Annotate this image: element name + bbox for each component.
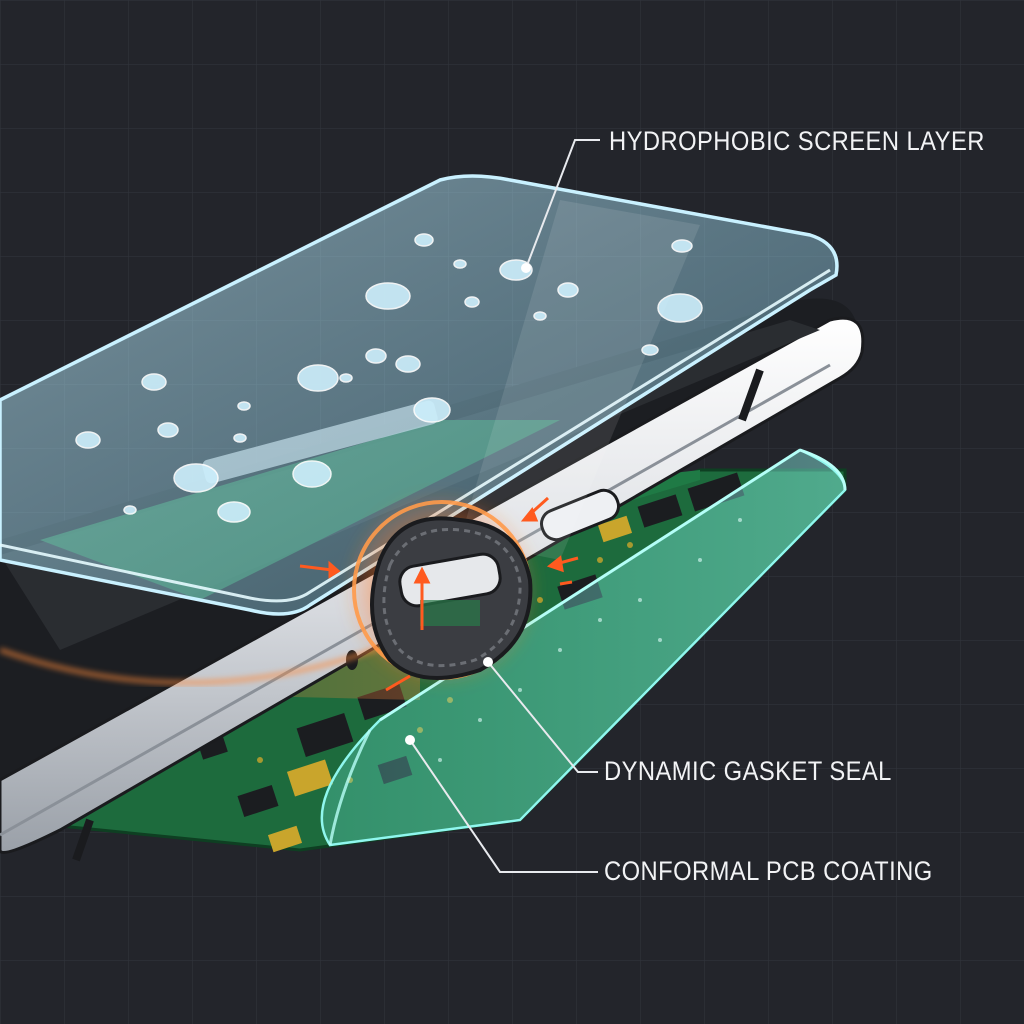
- leader-line-pcb: [409, 739, 598, 873]
- gasket-seal: [0, 490, 542, 690]
- leader-line-screen: [525, 139, 600, 269]
- hydrophobic-glass-layer: [0, 174, 839, 616]
- gasket-seal-label: DYNAMIC GASKET SEAL: [604, 756, 892, 786]
- pcb-coating-label: CONFORMAL PCB COATING: [604, 856, 933, 886]
- side-button: [540, 488, 620, 542]
- pressure-arrows: [299, 496, 579, 692]
- screen-layer-label: HYDROPHOBIC SCREEN LAYER: [609, 126, 985, 156]
- leader-line-gasket: [487, 661, 598, 773]
- leader-lines: [405, 139, 600, 873]
- water-droplets: [75, 233, 703, 523]
